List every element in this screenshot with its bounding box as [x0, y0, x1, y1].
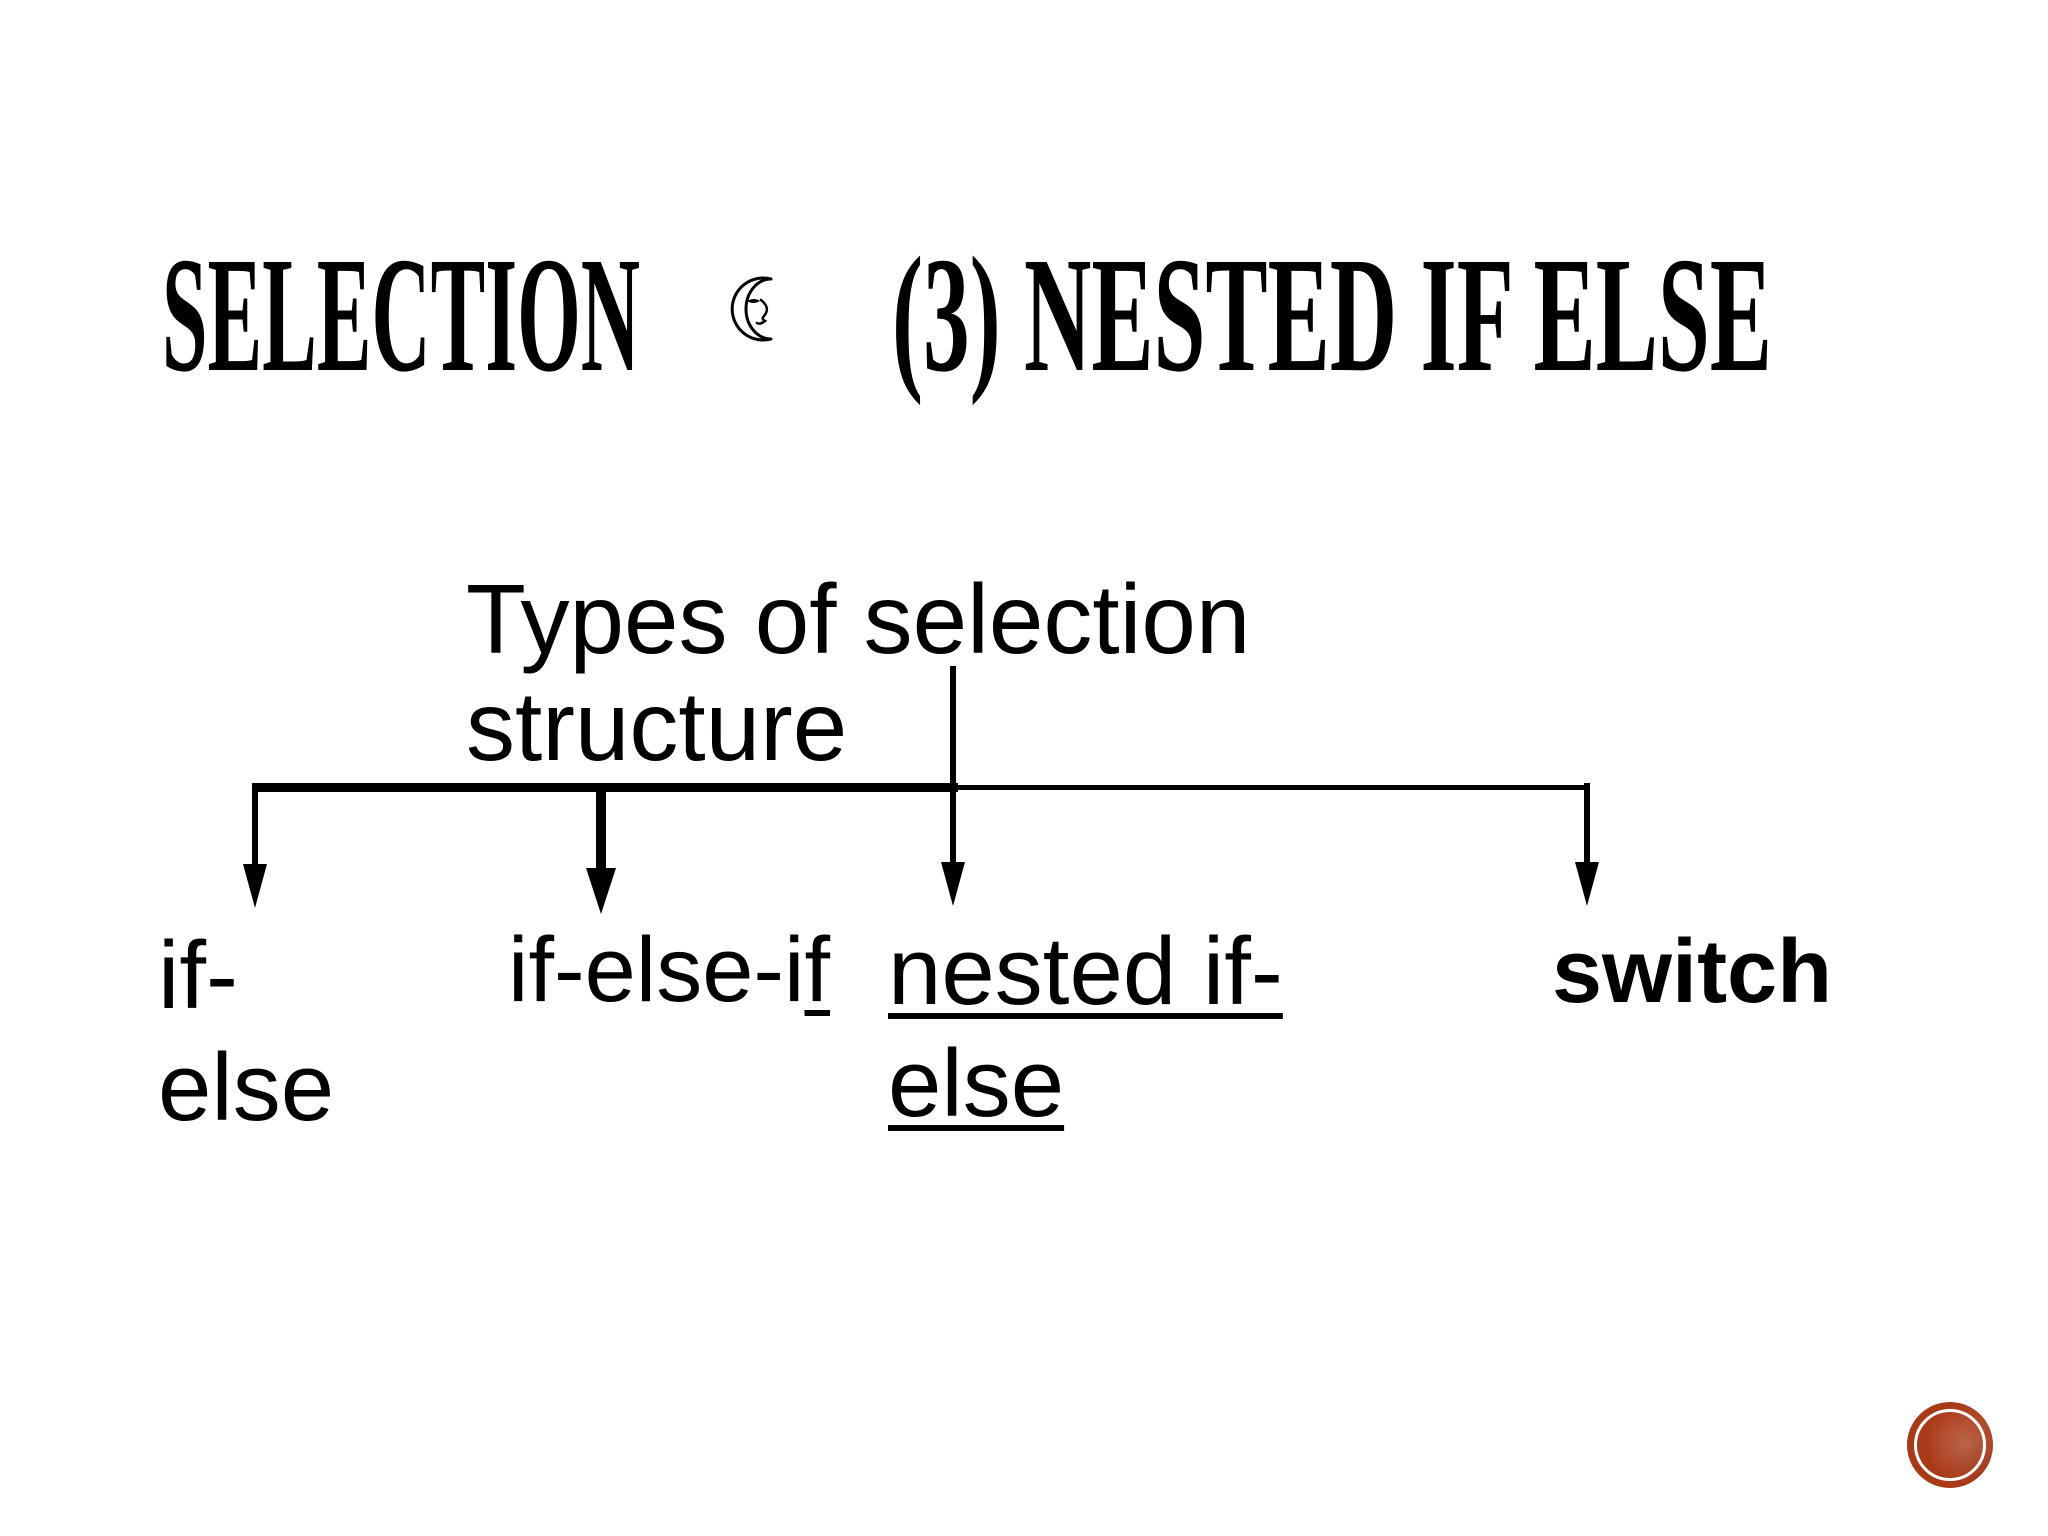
branch-label-nested-if-else: nested if- else [888, 918, 1283, 1137]
branch-label-switch: switch [1552, 922, 1833, 1022]
slide-title: SELECTION (3) NESTED IF ELSE [162, 240, 1772, 406]
branch-label-if-else-if: if-else-if [508, 918, 830, 1022]
branch-arrow-2-stem [596, 783, 606, 871]
branch-label-if-else: if- else [158, 922, 335, 1141]
connector-line-right [950, 785, 1590, 790]
branch-arrow-1-stem [252, 783, 258, 868]
root-label: Types of selection structure [466, 564, 1251, 781]
crescent-moon-icon [730, 276, 773, 342]
title-part-1: SELECTION [162, 240, 640, 406]
branch-label-if-else-if-main: if-else-i [508, 919, 805, 1021]
branch-arrow-1-head [243, 864, 267, 908]
root-arrow-head [941, 862, 965, 906]
branch-arrow-2-head [586, 868, 616, 914]
branch-label-if-else-if-underlined: f [804, 919, 831, 1021]
root-arrow-stem [950, 666, 956, 866]
branch-arrow-4-stem [1584, 783, 1590, 865]
grunge-circle-stamp-icon [1907, 1402, 1993, 1488]
branch-arrow-4-head [1575, 862, 1599, 906]
title-part-2: (3) NESTED IF ELSE [892, 240, 1772, 406]
